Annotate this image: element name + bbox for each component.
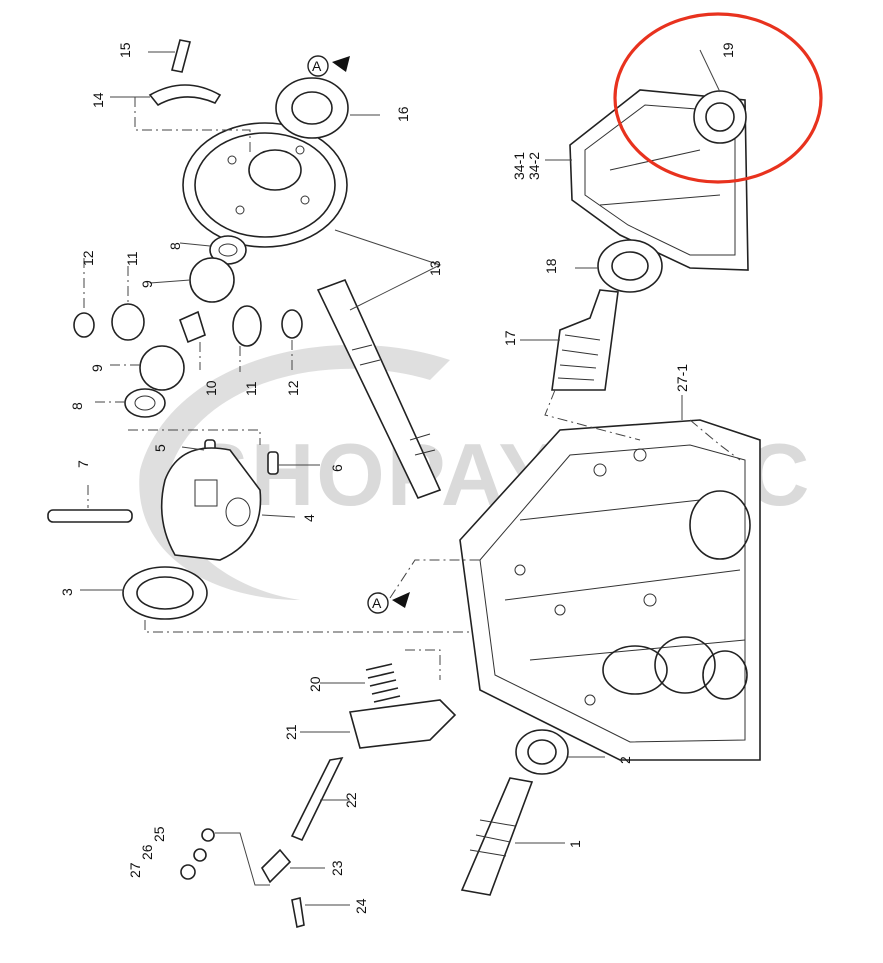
part-8-washer-lower (124, 388, 166, 418)
label-6: 6 (329, 464, 345, 472)
label-2: 2 (617, 756, 633, 764)
label-27: 27 (127, 862, 143, 878)
label-1: 1 (567, 840, 583, 848)
label-11-left: 11 (124, 251, 140, 266)
front-arrow-top: A (307, 55, 350, 77)
part-10-cross-shaft (178, 310, 206, 344)
front-arrow-circle (367, 592, 389, 614)
label-3: 3 (59, 588, 75, 596)
label-22: 22 (343, 792, 359, 808)
part-9-side-gear-lower (139, 345, 185, 391)
label-8-upper: 8 (167, 242, 183, 250)
part-9-side-gear-upper (189, 257, 235, 303)
front-arrow-bottom: A (367, 592, 410, 614)
label-25: 25 (151, 826, 167, 842)
part-13-pinion-shaft (316, 278, 442, 499)
part-17-shaft (551, 289, 619, 391)
label-4: 4 (301, 514, 317, 522)
arrow-icon (332, 56, 350, 72)
part-labels: 15 14 16 13 8 11 9 12 9 10 11 12 8 5 6 7… (59, 42, 736, 914)
label-20: 20 (307, 676, 323, 692)
part-27-nut (180, 864, 196, 880)
part-11-pinion-gear-left (111, 303, 145, 341)
label-7: 7 (75, 460, 91, 468)
part-25-washer (201, 828, 215, 842)
part-12-washer-left (73, 312, 95, 338)
part-26-washer (193, 848, 207, 862)
label-34-2: 34-2 (526, 152, 542, 180)
front-arrow-circle (307, 55, 329, 77)
part-8-washer-upper (209, 235, 247, 265)
label-21: 21 (283, 724, 299, 740)
part-12-washer-right (281, 309, 303, 339)
label-12-left: 12 (80, 250, 96, 266)
label-10: 10 (203, 380, 219, 396)
part-3-bearing (122, 566, 208, 620)
label-17: 17 (502, 330, 518, 346)
label-8-lower: 8 (69, 402, 85, 410)
part-15-bolt (171, 39, 191, 73)
part-19-oil-seal (693, 90, 747, 144)
leader-lines (80, 49, 741, 906)
label-12-right: 12 (285, 380, 301, 396)
label-16: 16 (395, 106, 411, 122)
label-11-right: 11 (243, 381, 259, 396)
label-26: 26 (139, 844, 155, 860)
label-5: 5 (152, 444, 168, 452)
part-1-input-shaft (460, 777, 534, 896)
label-24: 24 (353, 898, 369, 914)
part-13-crown-gear (182, 122, 348, 248)
label-23: 23 (329, 860, 345, 876)
part-24-pin (291, 897, 305, 929)
label-13: 13 (427, 260, 443, 276)
part-14-lock-plate (148, 84, 222, 107)
front-arrow-symbol: A (372, 595, 382, 611)
part-11-pinion-gear-right (232, 305, 262, 347)
label-27-1: 27-1 (674, 364, 690, 392)
arrow-icon (392, 592, 410, 608)
label-14: 14 (90, 92, 106, 108)
label-15: 15 (117, 42, 133, 58)
front-arrow-symbol: A (312, 58, 322, 74)
label-34-1: 34-1 (511, 152, 527, 180)
label-19: 19 (720, 42, 736, 58)
part-4-differential-case (160, 447, 262, 561)
part-23-arm (261, 848, 292, 884)
label-9-upper: 9 (139, 280, 155, 288)
part-2-coupling (515, 729, 569, 775)
part-22-shift-rod (290, 756, 344, 842)
part-7-shaft (47, 509, 133, 523)
watermark-swoosh (139, 344, 450, 600)
label-9-lower: 9 (89, 364, 105, 372)
part-6-pin (267, 451, 279, 475)
part-21-shift-fork (348, 699, 457, 749)
highlight-circle (613, 12, 823, 184)
part-20-spring (365, 663, 401, 703)
part-18-bearing (597, 239, 663, 293)
label-18: 18 (543, 258, 559, 274)
part-16-bearing (275, 77, 349, 139)
